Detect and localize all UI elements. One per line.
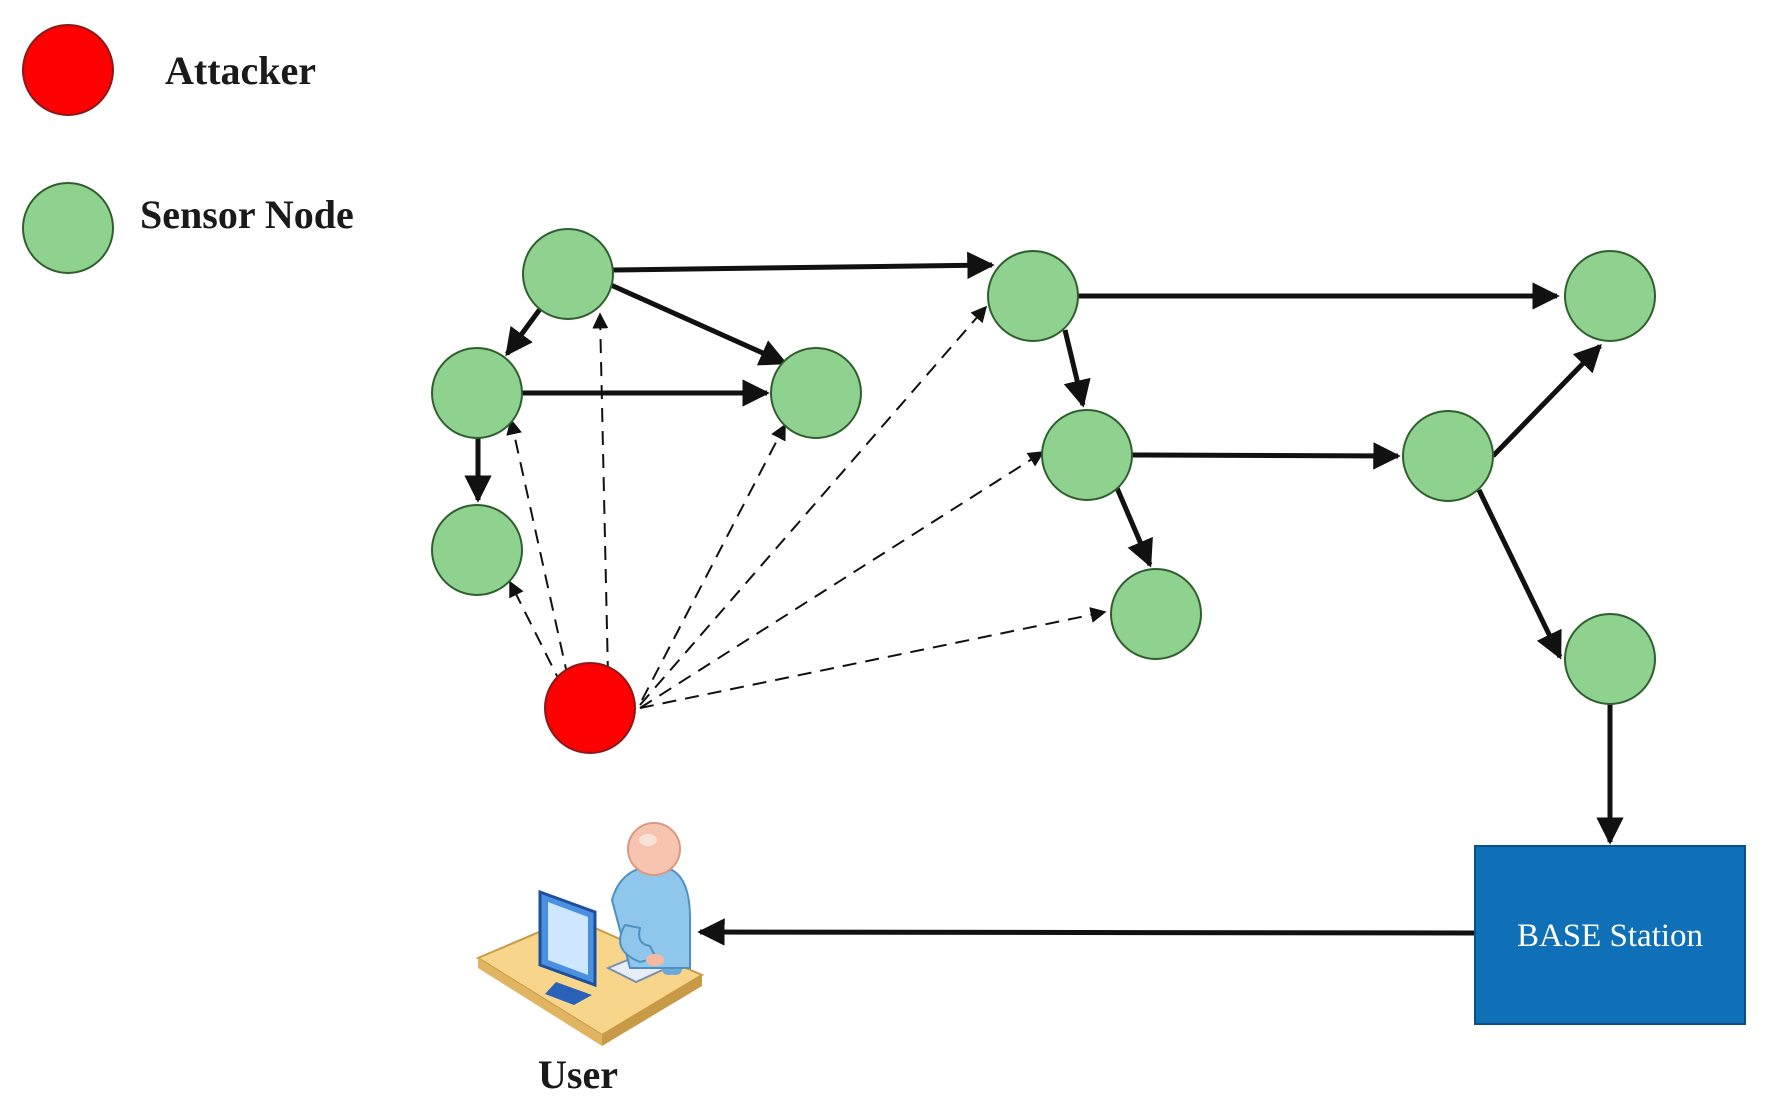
link-n1-n2 bbox=[504, 303, 546, 357]
attack-link-n6 bbox=[639, 451, 1045, 709]
sensor-node-n5[interactable] bbox=[987, 250, 1079, 342]
base-station-label: BASE Station bbox=[1517, 918, 1703, 954]
sensor-node-n4[interactable] bbox=[431, 504, 523, 596]
link-base-user bbox=[697, 918, 1475, 946]
link-n5-n6 bbox=[1062, 329, 1091, 408]
user-at-computer-icon bbox=[475, 822, 705, 1046]
legend-sensor-swatch bbox=[22, 182, 114, 274]
attack-link-n5 bbox=[639, 305, 988, 706]
sensor-node-n1[interactable] bbox=[522, 228, 614, 320]
legend-attacker-swatch bbox=[22, 24, 114, 116]
attack-links bbox=[506, 305, 1107, 709]
attack-link-n1 bbox=[592, 312, 609, 676]
link-n6-n7 bbox=[1114, 487, 1153, 568]
routing-links bbox=[464, 251, 1624, 946]
legend-attacker-label: Attacker bbox=[165, 48, 316, 93]
base-station-box bbox=[1474, 845, 1746, 1025]
sensor-node-n3[interactable] bbox=[770, 347, 862, 439]
legend-sensor-label: Sensor Node bbox=[140, 192, 354, 237]
sensor-node-n8[interactable] bbox=[1564, 250, 1656, 342]
link-n6-n9 bbox=[1131, 442, 1401, 470]
legend: Attacker Sensor Node bbox=[22, 24, 354, 274]
sensor-node-n2[interactable] bbox=[431, 347, 523, 439]
sensor-node-n9[interactable] bbox=[1402, 410, 1494, 502]
sensor-node-n6[interactable] bbox=[1041, 409, 1133, 501]
attack-link-n7 bbox=[639, 607, 1107, 709]
attack-link-n2 bbox=[506, 418, 569, 679]
base-station[interactable]: BASE Station bbox=[1474, 845, 1746, 1025]
attack-link-n3 bbox=[641, 423, 786, 701]
attacker-node[interactable] bbox=[544, 662, 636, 754]
sensor-node-n10[interactable] bbox=[1564, 613, 1656, 705]
sensor-nodes bbox=[431, 228, 1656, 705]
link-n9-n10 bbox=[1476, 488, 1563, 660]
attack-link-n4 bbox=[509, 580, 563, 687]
user-label: User bbox=[538, 1052, 618, 1097]
link-n1-n5 bbox=[612, 251, 995, 280]
link-n9-n8 bbox=[1491, 344, 1602, 458]
sensor-node-n7[interactable] bbox=[1110, 568, 1202, 660]
link-n1-n3 bbox=[609, 282, 788, 366]
